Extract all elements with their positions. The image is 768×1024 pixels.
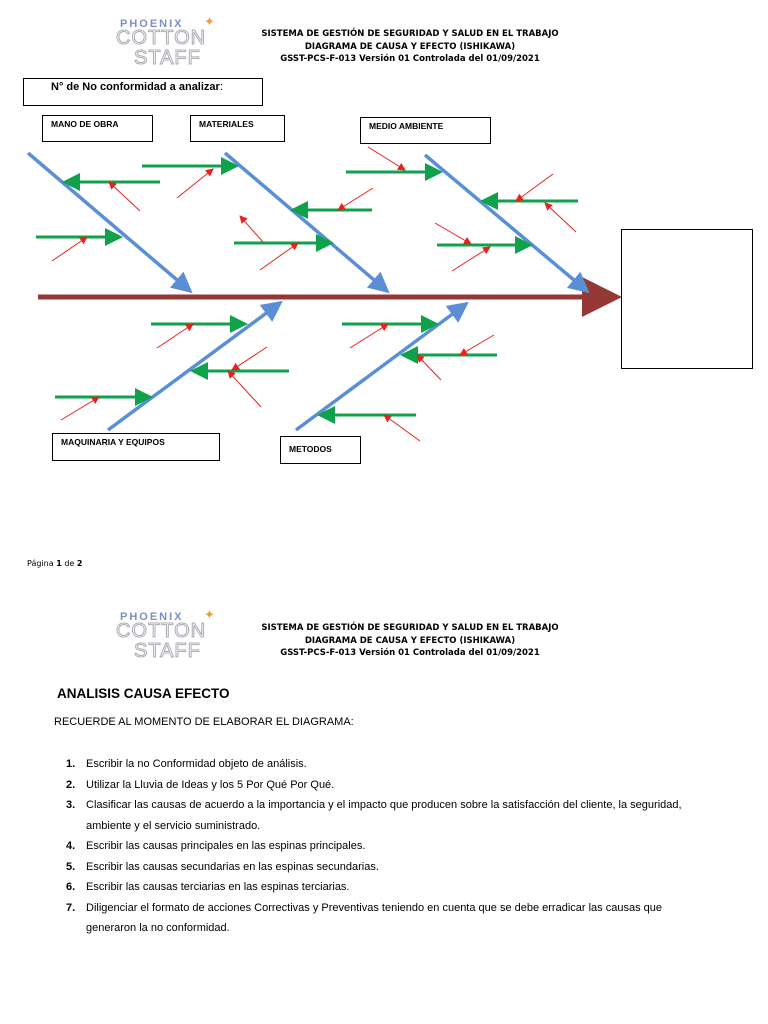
cause-arrows bbox=[36, 157, 578, 424]
logo-star-icon: ✦ bbox=[204, 14, 215, 29]
ishikawa-diagram bbox=[26, 146, 622, 442]
header-document-code: GSST-PCS-F-013 Versión 01 Controlada del… bbox=[280, 54, 540, 64]
analysis-title: ANALISIS CAUSA EFECTO bbox=[57, 686, 230, 701]
instruction-steps: 1. Escribir la no Conformidad objeto de a… bbox=[66, 754, 686, 939]
category-box-mano-de-obra[interactable]: MANO DE OBRA bbox=[42, 115, 153, 142]
category-label: MANO DE OBRA bbox=[51, 119, 119, 129]
category-label: MEDIO AMBIENTE bbox=[369, 121, 444, 131]
sub-cause-arrows bbox=[51, 146, 577, 442]
header-diagram-title: DIAGRAMA DE CAUSA Y EFECTO (ISHIKAWA) bbox=[304, 41, 516, 52]
header-system-title: SISTEMA DE GESTIÓN DE SEGURIDAD Y SALUD … bbox=[261, 623, 559, 633]
bone-mano-de-obra bbox=[26, 151, 193, 294]
instruction-step: 5. Escribir las causas secundarias en las… bbox=[66, 857, 686, 878]
category-label: MATERIALES bbox=[199, 119, 254, 129]
step-text: Escribir la no Conformidad objeto de aná… bbox=[86, 758, 307, 770]
step-number: 1. bbox=[66, 758, 76, 770]
instruction-step: 4. Escribir las causas principales en las… bbox=[66, 836, 686, 857]
category-label: MAQUINARIA Y EQUIPOS bbox=[61, 437, 165, 447]
logo-line-2: COTTON bbox=[115, 620, 207, 643]
category-label: METODOS bbox=[289, 444, 332, 454]
sub-cause-arrow bbox=[515, 173, 554, 202]
sub-cause-arrow bbox=[176, 168, 214, 199]
page-number-total: 2 bbox=[76, 559, 83, 568]
logo-line-2: COTTON bbox=[115, 27, 207, 50]
sub-cause-arrow bbox=[459, 334, 495, 356]
sub-cause-arrow bbox=[416, 354, 442, 381]
instruction-step: 3. Clasificar las causas de acuerdo a la … bbox=[66, 795, 686, 836]
page-number-current: 1 bbox=[56, 559, 62, 568]
header-document-code: GSST-PCS-F-013 Versión 01 Controlada del… bbox=[280, 648, 540, 658]
header-diagram-title: DIAGRAMA DE CAUSA Y EFECTO (ISHIKAWA) bbox=[304, 635, 516, 646]
nonconformity-label: N° de No conformidad a analizar bbox=[51, 81, 220, 93]
instruction-step: 7. Diligenciar el formato de acciones Cor… bbox=[66, 898, 686, 939]
category-box-medio-ambiente[interactable]: MEDIO AMBIENTE bbox=[360, 117, 491, 144]
sub-cause-arrow bbox=[227, 370, 262, 408]
sub-cause-arrow bbox=[231, 346, 268, 371]
bone-medio-ambiente bbox=[423, 153, 590, 294]
step-text: Escribir las causas terciarias en las es… bbox=[86, 881, 350, 893]
step-text: Utilizar la Lluvia de Ideas y los 5 Por … bbox=[86, 778, 335, 791]
step-text: Clasificar las causas de acuerdo a la im… bbox=[86, 799, 682, 832]
document-header: SISTEMA DE GESTIÓN DE SEGURIDAD Y SALUD … bbox=[230, 28, 590, 66]
logo-star-icon: ✦ bbox=[204, 607, 215, 622]
reminder-text: RECUERDE AL MOMENTO DE ELABORAR EL DIAGR… bbox=[54, 716, 354, 728]
sub-cause-arrow bbox=[367, 146, 406, 171]
logo-line-1: PHOENIX bbox=[120, 611, 184, 623]
category-box-metodos[interactable]: METODOS bbox=[280, 436, 361, 464]
bone-maquinaria bbox=[106, 300, 283, 432]
instruction-step: 2. Utilizar la Lluvia de Ideas y los 5 Po… bbox=[66, 775, 686, 796]
instruction-step: 1. Escribir la no Conformidad objeto de a… bbox=[66, 754, 686, 775]
sub-cause-arrow bbox=[239, 215, 264, 243]
sub-cause-arrow bbox=[156, 323, 194, 349]
category-box-materiales[interactable]: MATERIALES bbox=[190, 115, 285, 142]
instruction-step: 6. Escribir las causas terciarias en las … bbox=[66, 877, 686, 898]
company-logo-page-2: PHOENIX ✦ COTTON STAFF bbox=[114, 607, 224, 664]
sub-cause-arrow bbox=[544, 202, 577, 233]
step-number: 4. bbox=[66, 840, 76, 852]
sub-cause-arrow bbox=[434, 222, 472, 245]
step-number: 5. bbox=[66, 860, 76, 873]
header-system-title: SISTEMA DE GESTIÓN DE SEGURIDAD Y SALUD … bbox=[261, 29, 559, 39]
step-number: 3. bbox=[66, 799, 76, 811]
step-number: 7. bbox=[66, 901, 76, 914]
logo-line-3: STAFF bbox=[134, 640, 201, 663]
document-header-page-2: SISTEMA DE GESTIÓN DE SEGURIDAD Y SALUD … bbox=[230, 622, 590, 660]
sub-cause-arrow bbox=[108, 181, 141, 212]
page-number-sep: de bbox=[64, 559, 75, 568]
step-text: Escribir las causas principales en las e… bbox=[86, 840, 366, 852]
nonconformity-field[interactable]: N° de No conformidad a analizar: bbox=[23, 78, 263, 106]
page-number-prefix: Página bbox=[27, 559, 54, 568]
sub-cause-arrow bbox=[383, 414, 421, 442]
logo-line-3: STAFF bbox=[134, 47, 201, 70]
step-number: 6. bbox=[66, 881, 76, 893]
bone-materiales bbox=[223, 151, 390, 294]
effect-box[interactable] bbox=[621, 229, 753, 369]
category-box-maquinaria[interactable]: MAQUINARIA Y EQUIPOS bbox=[52, 433, 220, 461]
sub-cause-arrow bbox=[259, 242, 299, 271]
nonconformity-colon: : bbox=[219, 81, 223, 93]
sub-cause-arrow bbox=[451, 246, 491, 272]
step-text: Escribir las causas secundarias en las e… bbox=[86, 860, 379, 873]
sub-cause-arrow bbox=[349, 323, 389, 349]
sub-cause-arrow bbox=[337, 187, 374, 211]
logo-line-1: PHOENIX bbox=[120, 18, 184, 30]
company-logo: PHOENIX ✦ COTTON STAFF bbox=[114, 14, 224, 71]
sub-cause-arrow bbox=[60, 396, 100, 421]
step-text: Diligenciar el formato de acciones Corre… bbox=[86, 901, 662, 935]
sub-cause-arrow bbox=[51, 236, 88, 262]
page-number: Página 1 de 2 bbox=[27, 559, 82, 568]
step-number: 2. bbox=[66, 778, 76, 791]
